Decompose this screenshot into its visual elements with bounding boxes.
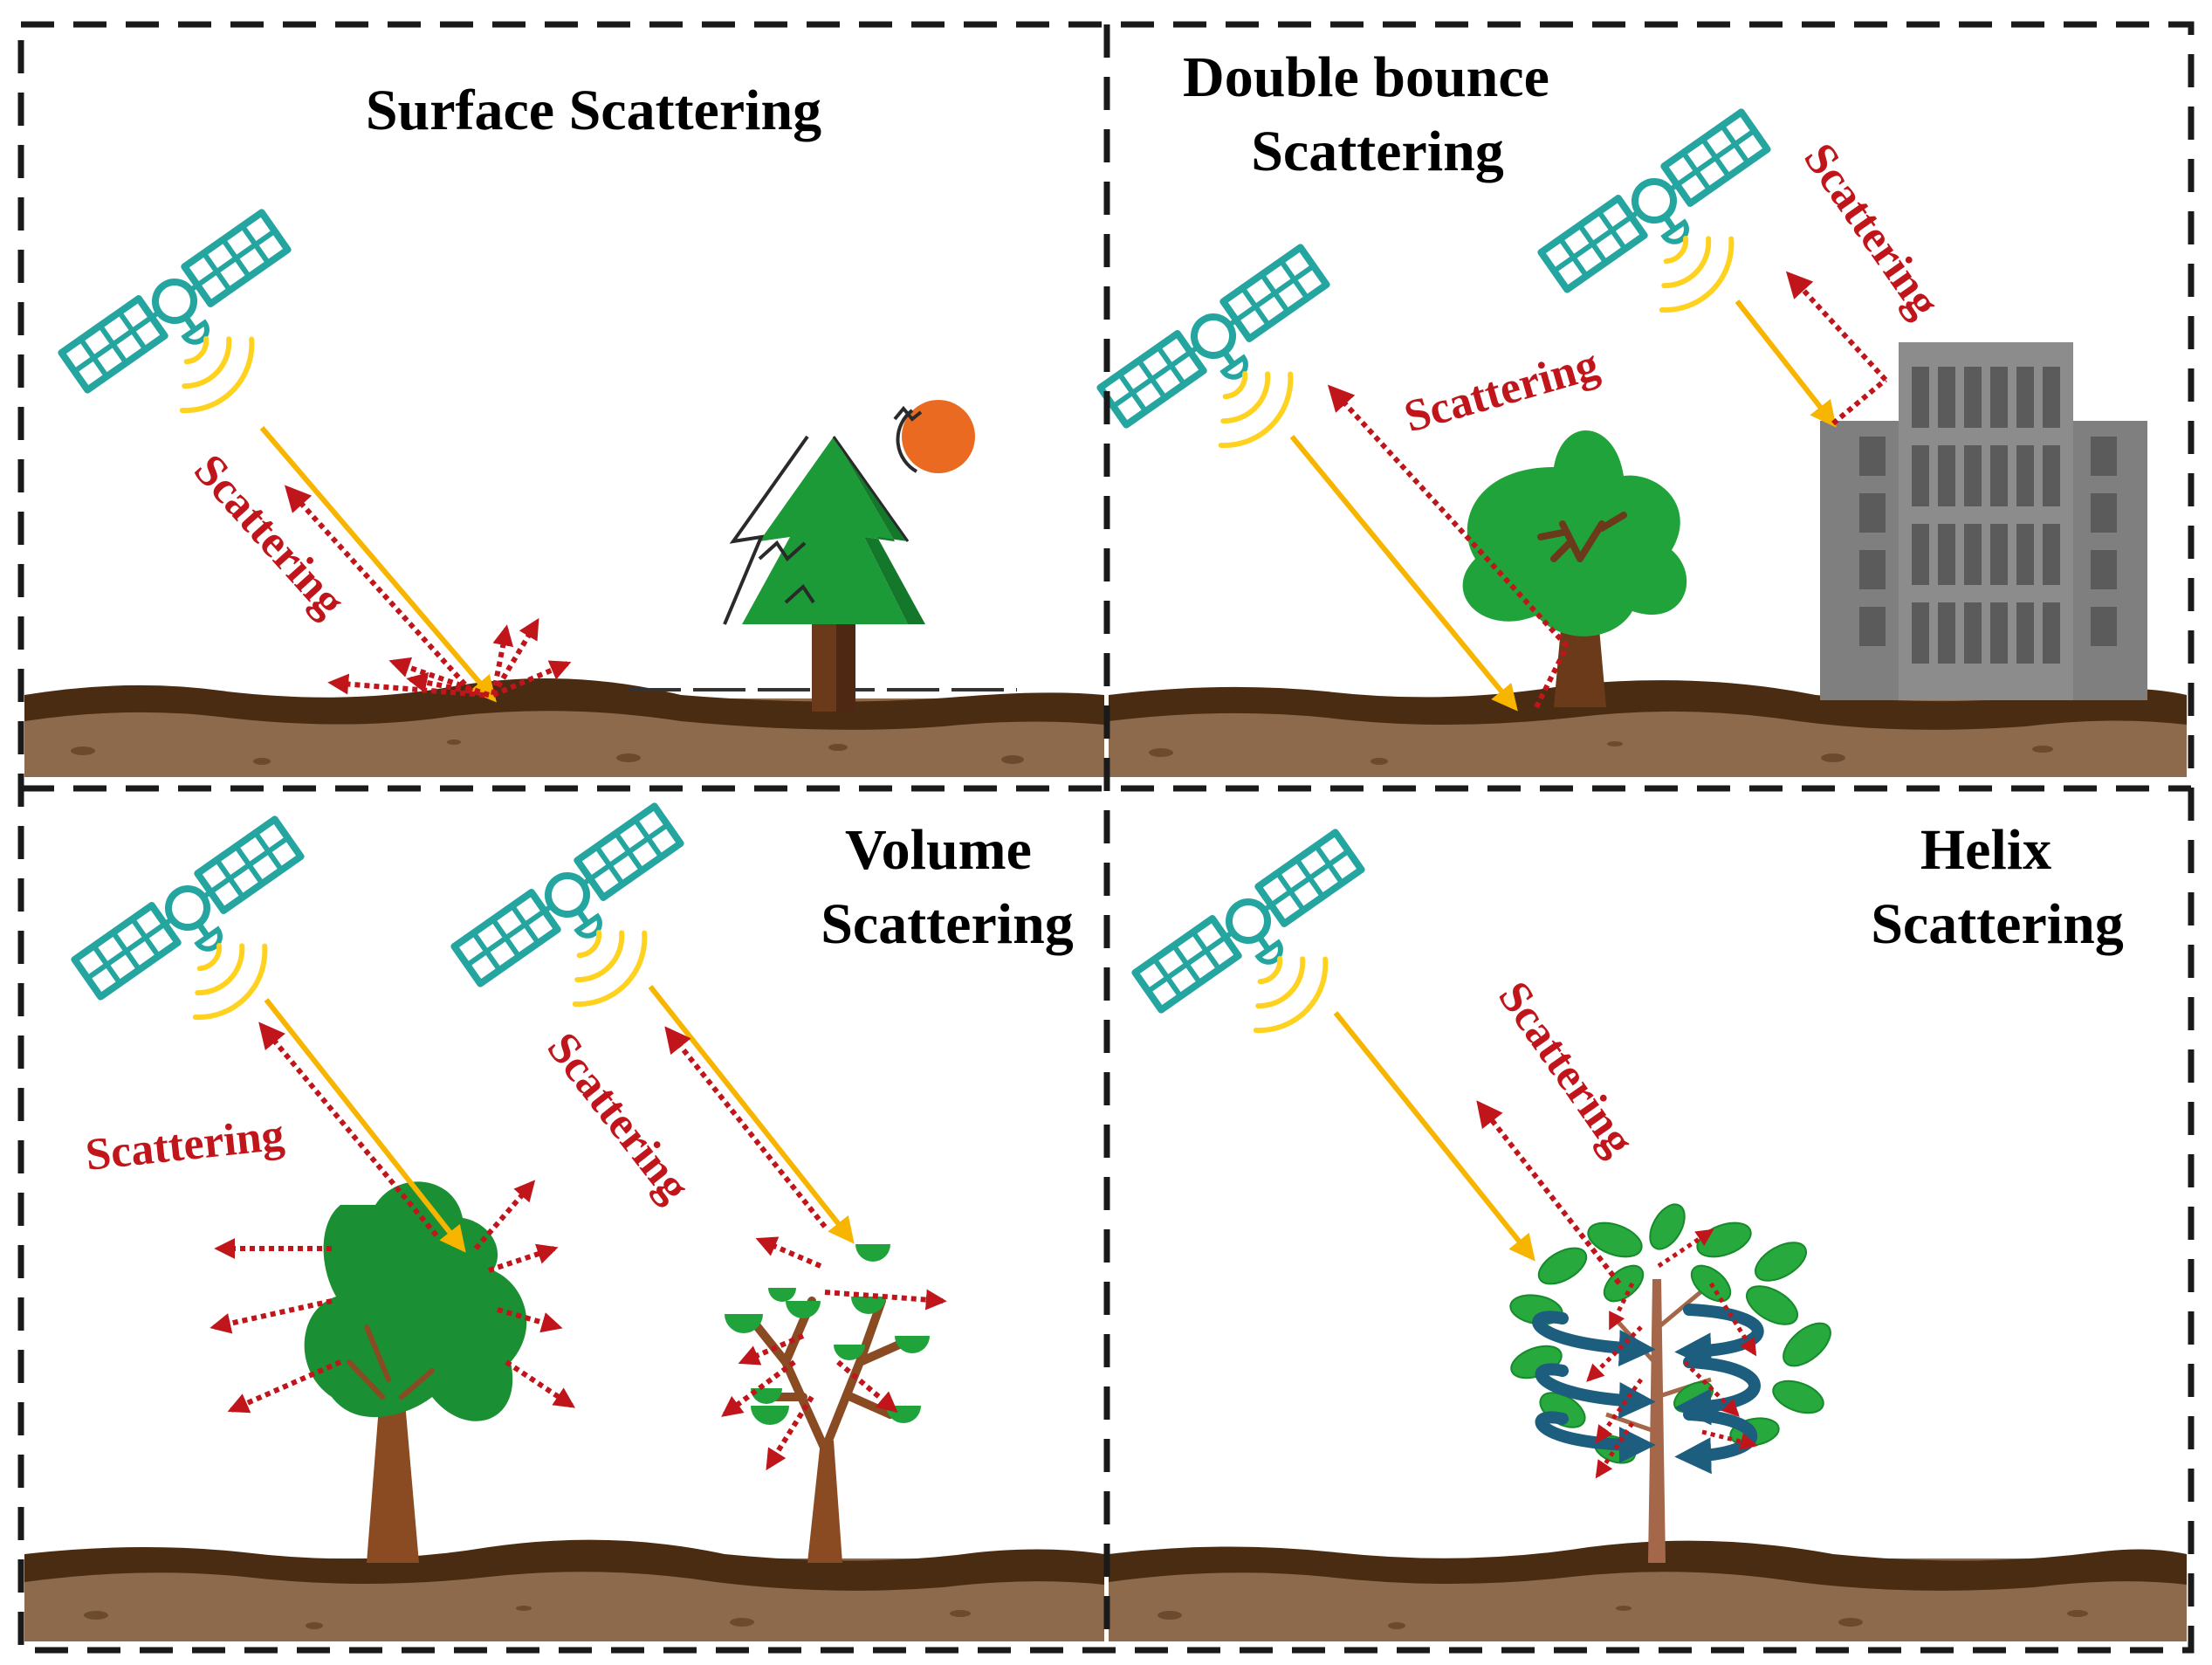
tree-icon: [725, 1244, 930, 1563]
volume-scatter-arrows-right: [721, 1236, 947, 1471]
ground-strip-top-right: [1109, 680, 2187, 777]
satellite-icon: [1541, 112, 1781, 309]
backscatter-arrow: [664, 1026, 828, 1228]
scatter-label-volume-left: Scattering: [83, 1110, 286, 1180]
signal-wave-icon: [182, 334, 252, 416]
incident-ray: [1289, 435, 1518, 712]
panel-title-surface: Surface Scattering: [366, 79, 821, 142]
panel-title-helix-line2: Scattering: [1871, 892, 2124, 956]
signal-wave-icon: [1221, 368, 1291, 451]
incident-ray: [1735, 299, 1837, 428]
tree-icon: [1462, 430, 1687, 707]
satellite-icon: [454, 806, 694, 1003]
ground-strip-bottom-right: [1109, 1540, 2187, 1641]
satellite-icon: [61, 212, 301, 409]
incident-ray: [259, 426, 497, 703]
panel-title-double-bounce-line1: Double bounce: [1183, 45, 1549, 109]
volume-scatter-arrows-left: [210, 1180, 575, 1414]
signal-wave-icon: [575, 927, 645, 1009]
incident-ray: [264, 998, 466, 1253]
building-icon: [1820, 342, 2147, 700]
helix-scatter-arrows: [1586, 1228, 1758, 1479]
helix-arrow-icon: [1532, 1304, 1764, 1475]
signal-wave-icon: [1256, 953, 1326, 1035]
backscatter-arrow: [258, 1022, 439, 1237]
signal-wave-icon: [1662, 233, 1732, 315]
scatter-label-surface: Scattering: [184, 445, 354, 627]
ground-strip-bottom-left: [24, 1539, 1104, 1641]
panel-title-volume-line1: Volume: [845, 818, 1032, 882]
scatter-label-double-bounce-tree: Scattering: [1399, 340, 1604, 443]
sun-icon: [893, 400, 975, 473]
double-bounce-path: [1831, 377, 1887, 426]
backscatter-arrow: [1785, 271, 1888, 382]
double-bounce-path: [1534, 644, 1570, 709]
panel-borders: [17, 21, 2195, 1654]
scatter-label-volume-right: Scattering: [538, 1023, 699, 1211]
satellite-icon: [74, 819, 314, 1016]
panel-title-double-bounce-line2: Scattering: [1251, 120, 1504, 183]
satellite-icon: [1135, 832, 1375, 1029]
panel-volume-scattering: Volume Scattering: [74, 806, 1074, 1563]
signal-wave-icon: [196, 940, 265, 1022]
panel-title-helix-line1: Helix: [1920, 818, 2051, 882]
satellite-icon: [1100, 247, 1340, 444]
scatter-label-double-bounce-building: Scattering: [1794, 134, 1949, 327]
panel-surface-scattering: Surface Scattering Scattering: [61, 79, 1017, 712]
panel-helix-scattering: Helix Scattering: [1135, 818, 2124, 1563]
backscatter-arrow: [1327, 384, 1570, 649]
pine-tree-icon: [629, 435, 1017, 712]
tree-icon: [304, 1181, 527, 1563]
incident-ray: [648, 985, 855, 1244]
panel-title-volume-line2: Scattering: [821, 892, 1074, 956]
surface-scatter-arrows: [327, 617, 572, 698]
panel-double-bounce-scattering: Double bounce Scattering: [1100, 45, 2147, 712]
backscatter-arrow: [284, 485, 474, 694]
ground-strip-top-left: [24, 678, 1104, 777]
incident-ray: [1333, 1011, 1535, 1262]
scatter-label-helix: Scattering: [1488, 973, 1644, 1165]
